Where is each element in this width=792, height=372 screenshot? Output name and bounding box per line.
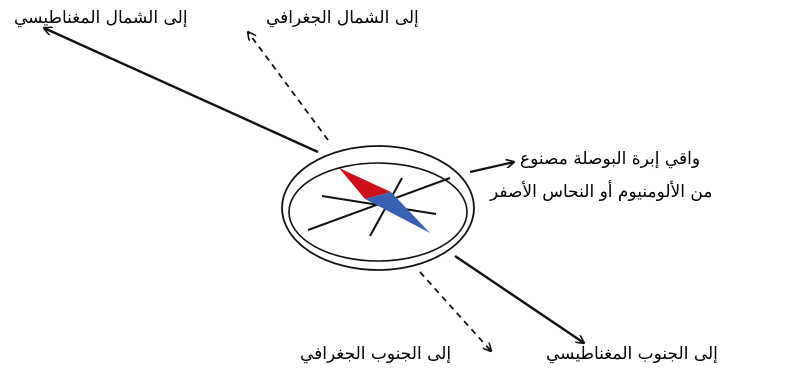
compass-rim-inner bbox=[289, 163, 467, 261]
geographic-north-arrow bbox=[248, 32, 328, 140]
magnetic-south-arrow bbox=[455, 256, 584, 343]
label-needle-guard-line1: واقي إبرة البوصلة مصنوع bbox=[520, 149, 700, 169]
label-magnetic-north: إلى الشمال المغناطيسي bbox=[14, 8, 188, 28]
geographic-south-arrow bbox=[420, 272, 491, 351]
needle-guard-pointer bbox=[470, 162, 514, 172]
label-needle-guard-line2: من الألومنيوم أو النحاس الأصفر bbox=[490, 182, 712, 202]
magnetic-north-arrow bbox=[44, 28, 318, 152]
label-magnetic-south: إلى الجنوب المغناطيسي bbox=[546, 344, 718, 364]
label-geographic-south: إلى الجنوب الجغرافي bbox=[300, 344, 451, 364]
label-geographic-north: إلى الشمال الجغرافي bbox=[266, 8, 419, 28]
